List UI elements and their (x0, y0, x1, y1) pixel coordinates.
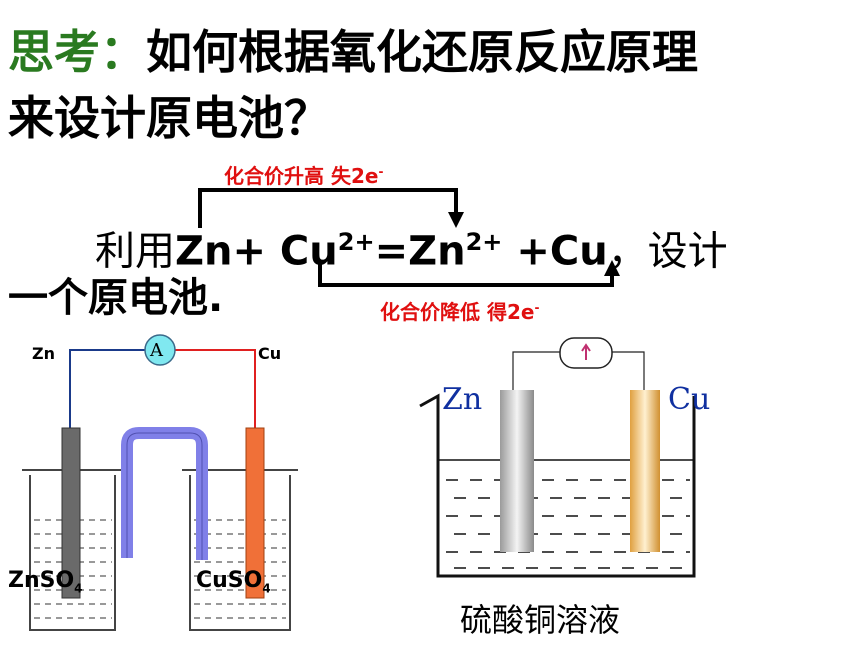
right-cu-label: Cu (668, 382, 711, 417)
right-cu-wire (612, 351, 645, 390)
copper-sulfate-caption: 硫酸铜溶液 (460, 601, 621, 639)
galvanometer-needle (581, 343, 591, 360)
single-beaker-cell-diagram (419, 337, 696, 578)
zn-electrode (61, 427, 81, 599)
cu-electrode (245, 427, 265, 599)
lower-arrowhead (604, 260, 620, 276)
salt-bridge-cell-diagram (22, 334, 298, 631)
lower-bracket (318, 262, 614, 287)
znso4-label: ZnSO4 (8, 568, 83, 596)
reaction-equation-line2: 一个原电池. (8, 275, 224, 321)
oxidation-annotation: 化合价升高 失2e- (224, 164, 384, 188)
right-cu-electrode (630, 390, 660, 552)
reaction-equation: 利用Zn+ Cu2+=Zn2+ +Cu，设计 (95, 228, 728, 275)
title-prefix: 思考： (8, 25, 146, 79)
page-title-line1: 思考：如何根据氧化还原反应原理 (8, 22, 698, 82)
reduction-annotation: 化合价降低 得2e- (380, 300, 540, 324)
left-zn-label: Zn (32, 344, 55, 363)
title-text: 如何根据氧化还原反应原理 (146, 25, 698, 79)
right-zn-wire (512, 351, 560, 390)
right-zn-label: Zn (442, 382, 483, 417)
upper-arrowhead (448, 212, 464, 228)
salt-bridge-outline (126, 432, 203, 560)
cuso4-label: CuSO4 (196, 568, 271, 596)
cu-wire (175, 349, 256, 430)
zn-wire (69, 349, 145, 430)
left-beaker (29, 475, 116, 631)
right-beaker (189, 475, 291, 631)
upper-bracket (198, 188, 458, 228)
left-cu-label: Cu (258, 344, 282, 363)
right-zn-electrode (500, 390, 534, 552)
ammeter-icon (144, 334, 176, 366)
ammeter-label: A (150, 340, 163, 361)
page-title-line2: 来设计原电池？ (8, 91, 330, 145)
right-beaker (419, 393, 696, 578)
